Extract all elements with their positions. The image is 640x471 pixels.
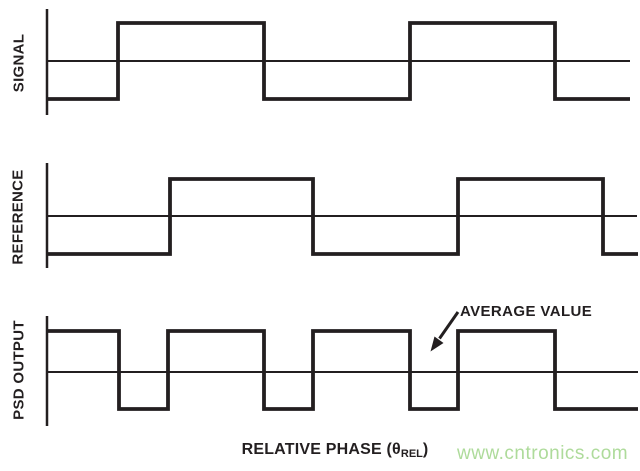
- x-axis-label-text: RELATIVE PHASE (θ: [241, 441, 401, 458]
- waveform-reference: [47, 177, 638, 256]
- x-axis-label: RELATIVE PHASE (θREL): [242, 441, 429, 460]
- x-axis-label-subscript: REL: [400, 448, 423, 460]
- watermark: www.cntronics.com: [457, 443, 629, 464]
- y-axis-label-reference: REFERENCE: [9, 169, 27, 265]
- average-value-label: AVERAGE VALUE: [460, 303, 593, 320]
- waveform-psd-output: [47, 329, 638, 411]
- waveform-signal: [47, 21, 630, 101]
- x-axis-label-close: ): [422, 441, 429, 458]
- average-value-arrow-shaft: [438, 311, 460, 340]
- average-value-arrow-head: [430, 336, 444, 352]
- y-axis-label-signal: SIGNAL: [10, 33, 28, 93]
- y-axis-label-psd-output: PSD OUTPUT: [10, 320, 28, 420]
